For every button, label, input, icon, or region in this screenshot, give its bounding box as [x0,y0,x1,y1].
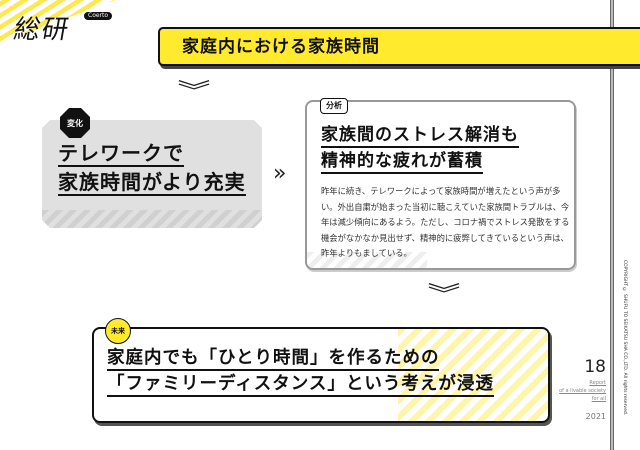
analysis-headline: 家族間のストレス解消も 精神的な疲れが蓄積 [321,125,519,174]
report-label: Report [589,380,606,386]
future-box [92,327,550,423]
year: 2021 [585,412,606,421]
change-headline: テレワークで 家族時間がより充実 [58,141,246,196]
page-divider [610,0,614,450]
analysis-body: 昨年に続き、テレワークによって家族時間が増えたという声が多い。外出自粛が始まった… [321,186,570,258]
copyright: COPYRIGHT © SHUFU TO SEIKATSU SHA CO.,LT… [622,260,627,416]
analysis-box [305,100,576,270]
analysis-headline-1: 家族間のストレス解消も [321,125,519,148]
change-headline-1: テレワークで [58,141,184,167]
chevron-down-icon: ︾ [177,80,211,105]
title-bar: 家庭内における家族時間 [158,27,640,66]
future-headline-1: 家庭内でも「ひとり時間」を作るための [107,348,440,371]
analysis-tag: 分析 [320,98,348,114]
chevron-right-icon: » [273,161,287,186]
logo: 総研 [11,15,73,45]
chevron-down-icon: ︾ [427,283,461,308]
logo-badge: Coerto [84,12,113,20]
page-title: 家庭内における家族時間 [182,37,380,57]
future-headline-2: 「ファミリーディスタンス」という考えが浸透 [107,374,494,397]
report-label: for all [591,396,606,402]
change-headline-2: 家族時間がより充実 [58,170,246,196]
report-label: of a livable society [559,388,606,394]
change-box [42,120,262,228]
change-tag: 変化 [60,108,90,138]
future-headline: 家庭内でも「ひとり時間」を作るための 「ファミリーディスタンス」という考えが浸透 [107,348,494,397]
page-number: 18 [584,357,606,377]
analysis-headline-2: 精神的な疲れが蓄積 [321,151,483,174]
future-tag: 未来 [105,318,131,344]
